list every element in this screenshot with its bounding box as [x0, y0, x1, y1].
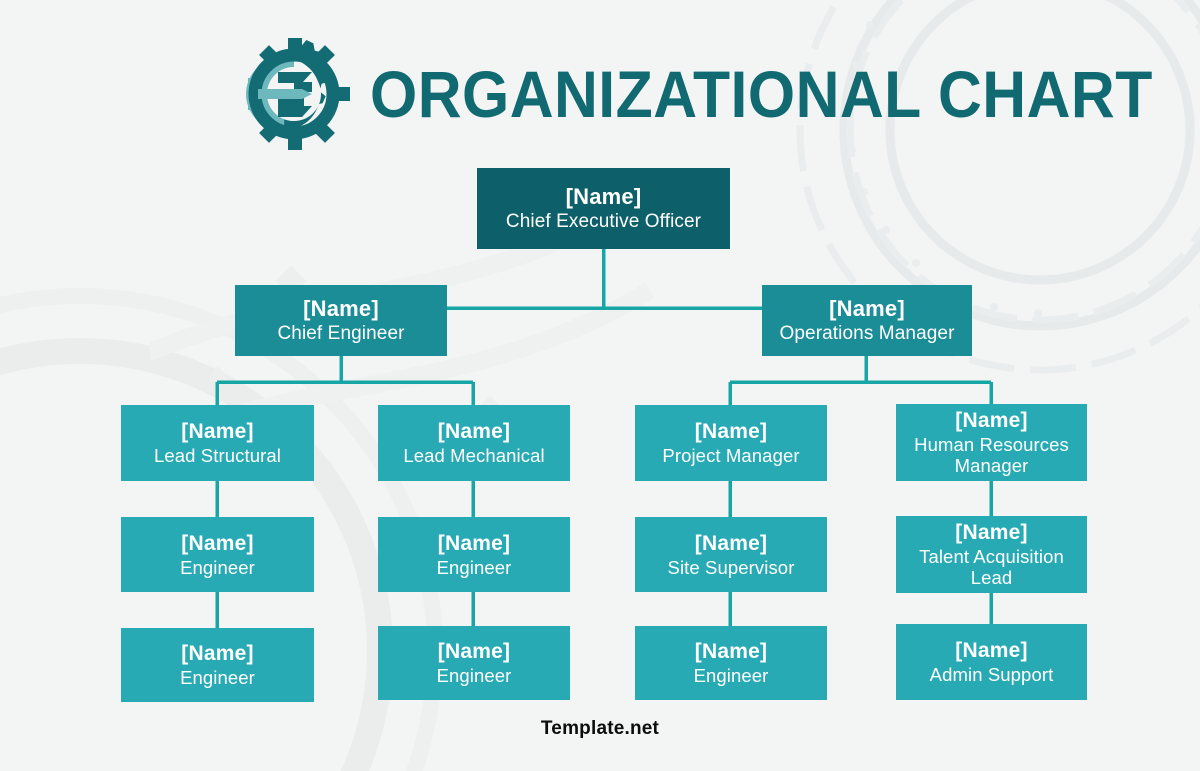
node-name: [Name]: [437, 420, 511, 444]
node-role: Site Supervisor: [667, 556, 795, 578]
node-name: [Name]: [955, 409, 1028, 433]
page-title: ORGANIZATIONAL CHART: [370, 57, 1153, 131]
org-node-engineer-1[interactable]: [Name] Engineer: [121, 517, 314, 592]
org-node-lead-structural[interactable]: [Name] Lead Structural: [121, 405, 314, 481]
org-node-engineer-2[interactable]: [Name] Engineer: [378, 517, 570, 592]
org-node-engineer-5[interactable]: [Name] Engineer: [635, 626, 827, 700]
node-name: [Name]: [694, 420, 768, 444]
node-role: Chief Executive Officer: [505, 210, 702, 232]
org-node-chief-engineer[interactable]: [Name] Chief Engineer: [235, 285, 447, 356]
org-node-lead-mechanical[interactable]: [Name] Lead Mechanical: [378, 405, 570, 481]
node-role: Engineer: [436, 665, 512, 687]
node-name: [Name]: [181, 420, 254, 444]
node-name: [Name]: [565, 184, 642, 210]
org-node-hr-manager[interactable]: [Name] Human Resources Manager: [896, 404, 1087, 481]
gear-cog-icon: [246, 38, 350, 150]
org-node-ceo[interactable]: [Name] Chief Executive Officer: [477, 168, 730, 249]
node-name: [Name]: [829, 296, 905, 322]
node-role: Talent Acquisition Lead: [919, 545, 1064, 589]
org-node-project-manager[interactable]: [Name] Project Manager: [635, 405, 827, 481]
org-node-site-supervisor[interactable]: [Name] Site Supervisor: [635, 517, 827, 592]
node-role: Engineer: [693, 665, 769, 687]
org-node-engineer-4[interactable]: [Name] Engineer: [378, 626, 570, 700]
node-name: [Name]: [181, 642, 254, 666]
org-node-admin-support[interactable]: [Name] Admin Support: [896, 624, 1087, 700]
org-node-operations-manager[interactable]: [Name] Operations Manager: [762, 285, 972, 356]
node-name: [Name]: [181, 531, 254, 555]
node-name: [Name]: [955, 639, 1028, 663]
node-role: Lead Structural: [154, 445, 281, 467]
node-name: [Name]: [694, 531, 768, 555]
node-role: Project Manager: [662, 445, 800, 467]
node-name: [Name]: [437, 531, 511, 555]
org-node-talent-acquisition-lead[interactable]: [Name] Talent Acquisition Lead: [896, 516, 1087, 593]
footer-credit: Template.net: [540, 718, 660, 739]
node-role: Engineer: [436, 556, 512, 578]
node-role: Lead Mechanical: [403, 445, 545, 467]
node-name: [Name]: [955, 521, 1028, 545]
node-role: Engineer: [180, 667, 255, 689]
node-name: [Name]: [437, 640, 511, 664]
node-role: Operations Manager: [779, 322, 955, 344]
node-name: [Name]: [694, 640, 768, 664]
node-role: Engineer: [180, 556, 255, 578]
page-header: ORGANIZATIONAL CHART: [238, 38, 1200, 150]
org-node-engineer-3[interactable]: [Name] Engineer: [121, 628, 314, 702]
node-name: [Name]: [303, 296, 379, 322]
node-role: Admin Support: [929, 664, 1054, 686]
node-role: Human Resources Manager: [914, 433, 1069, 477]
node-role: Chief Engineer: [277, 322, 405, 344]
